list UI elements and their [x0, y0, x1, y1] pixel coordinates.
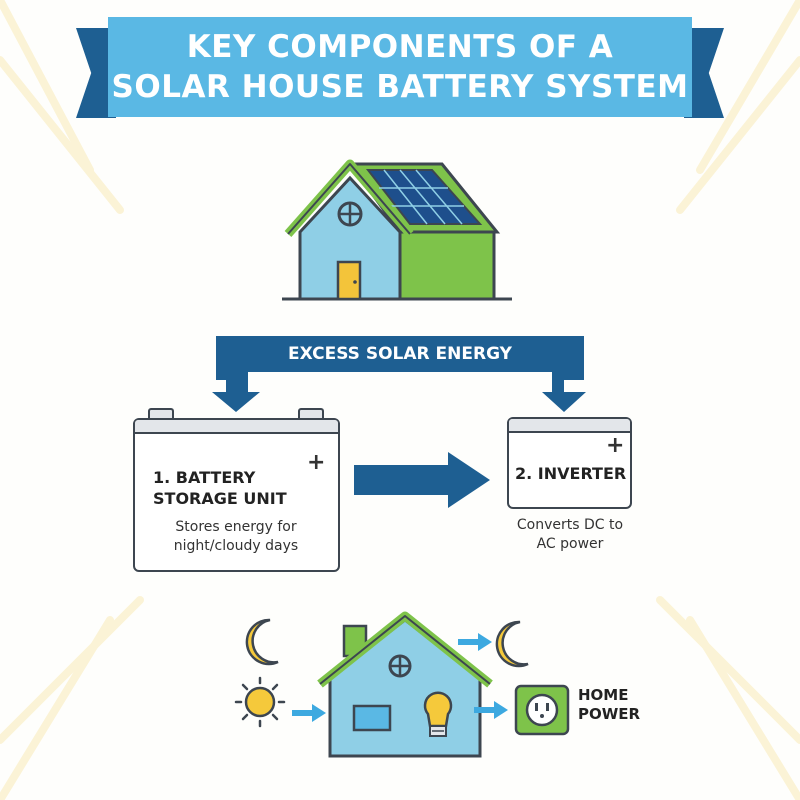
round-window-icon [337, 201, 363, 227]
moon-icon [495, 620, 529, 668]
home-power-label: HOME POWER [578, 686, 640, 724]
home-label-line-1: HOME [578, 686, 629, 704]
battery-to-inverter-arrow [354, 452, 490, 508]
battery-terminal-right [298, 408, 324, 420]
battery-terminal-left [148, 408, 174, 420]
title-line-1: KEY COMPONENTS OF A [186, 29, 614, 65]
flow-label: EXCESS SOLAR ENERGY [288, 344, 512, 364]
plus-icon: + [606, 433, 625, 458]
door [336, 260, 362, 301]
rect-window [352, 704, 392, 732]
battery-title-line-2: STORAGE UNIT [153, 489, 287, 508]
battery-desc-line-2: night/cloudy days [173, 538, 299, 554]
title-line-2: SOLAR HOUSE BATTERY SYSTEM [111, 69, 689, 105]
house-front-wall [298, 175, 402, 301]
arrow-to-house-icon [292, 704, 326, 722]
inverter-desc-line-2: AC power [536, 536, 604, 552]
excess-energy-flow-arrow [212, 336, 586, 412]
light-bulb-icon [423, 691, 453, 737]
solar-panel-icon [365, 169, 483, 225]
home-power-illustration [234, 611, 570, 758]
battery-desc-line-1: Stores energy for [175, 519, 297, 535]
inverter-title: 2. INVERTER [515, 464, 627, 483]
battery-storage-box: + 1. BATTERY STORAGE UNIT Stores energy … [133, 418, 340, 572]
plus-icon: + [307, 450, 326, 475]
inverter-box: + 2. INVERTER [507, 417, 632, 509]
round-window-icon [388, 654, 412, 678]
title-banner: KEY COMPONENTS OF A SOLAR HOUSE BATTERY … [108, 17, 692, 117]
house-side-wall [398, 230, 496, 301]
sun-icon [234, 676, 286, 728]
moon-icon [245, 618, 279, 666]
solar-house-illustration [282, 159, 512, 301]
arrow-to-moon-icon [458, 633, 492, 651]
battery-title-line-1: 1. BATTERY [153, 468, 256, 487]
inverter-desc-line-1: Converts DC to [516, 517, 624, 533]
arrow-to-outlet-icon [474, 701, 508, 719]
home-label-line-2: POWER [578, 705, 641, 723]
power-outlet-icon [514, 684, 570, 736]
